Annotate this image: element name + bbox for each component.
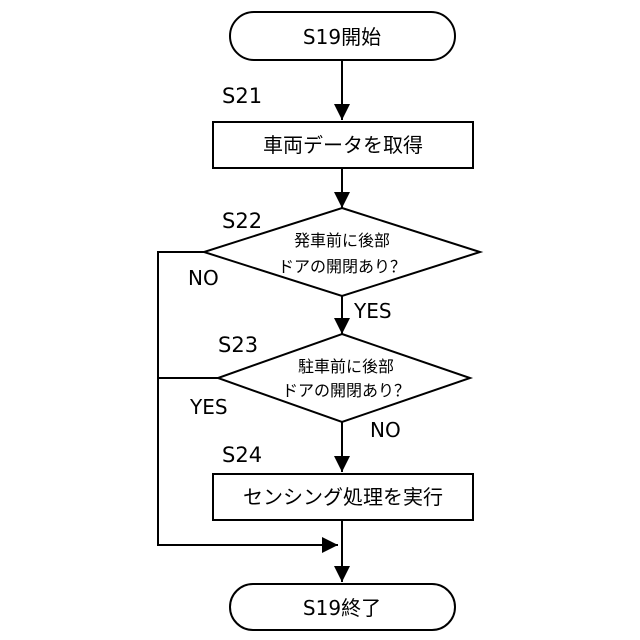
- process-text-s21: 車両データを取得: [263, 133, 423, 157]
- step-id-s23: S23: [218, 333, 258, 357]
- process-text-s24: センシング処理を実行: [243, 485, 443, 509]
- branch-label-s23-yes: YES: [189, 395, 228, 419]
- start-label: S19開始: [303, 25, 381, 49]
- branch-label-s22-yes: YES: [353, 299, 392, 323]
- decision-text-s22-line2: ドアの開閉あり？: [278, 257, 406, 276]
- step-id-s21: S21: [222, 84, 262, 108]
- end-label: S19終了: [303, 596, 381, 620]
- step-id-s24: S24: [222, 443, 262, 467]
- branch-label-s23-no: NO: [370, 418, 401, 442]
- decision-text-s23-line1: 駐車前に後部: [298, 357, 394, 376]
- branch-label-s22-no: NO: [188, 266, 219, 290]
- decision-text-s22-line1: 発車前に後部: [294, 231, 390, 250]
- decision-text-s23-line2: ドアの開閉あり？: [282, 381, 410, 400]
- step-id-s22: S22: [222, 209, 262, 233]
